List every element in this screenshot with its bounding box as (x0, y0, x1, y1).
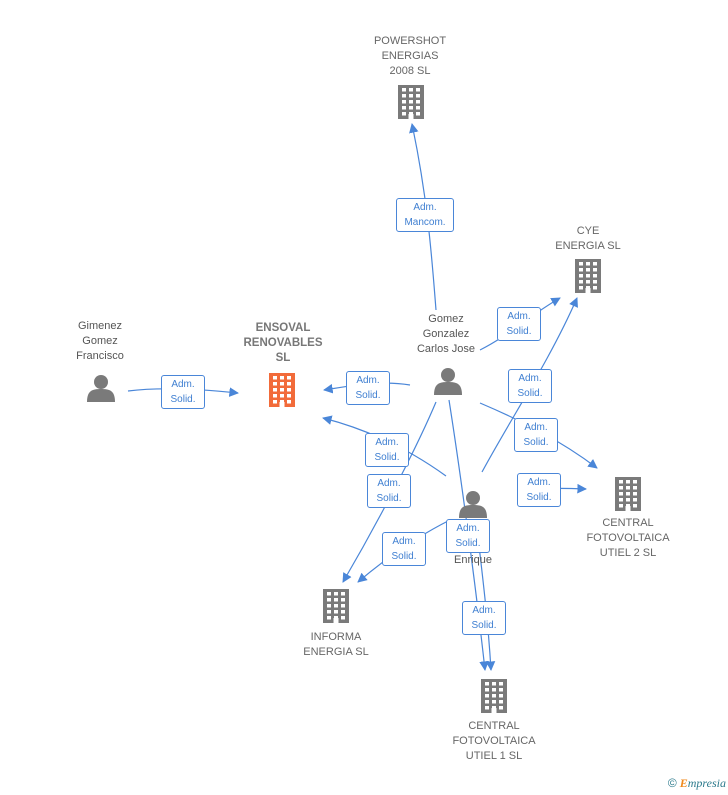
ensoval-building-icon[interactable] (269, 373, 295, 407)
enrique-person-icon[interactable] (459, 491, 487, 518)
edge-label-enrique-to-utiel2[interactable]: Adm. Solid. (517, 473, 561, 507)
empresia-watermark: ©Empresia (668, 776, 726, 791)
gomez-person-icon[interactable] (434, 368, 462, 395)
informa-building-icon[interactable] (323, 589, 349, 623)
edge-label-gomez-to-ensoval[interactable]: Adm. Solid. (346, 371, 390, 405)
edge-label-gomez-to-utiel1[interactable]: Adm. Solid. (446, 519, 490, 553)
edge-label-gomez-to-informa[interactable]: Adm. Solid. (367, 474, 411, 508)
utiel2-building-icon[interactable] (615, 477, 641, 511)
edge-label-enrique-to-ensoval[interactable]: Adm. Solid. (365, 433, 409, 467)
edge-label-gomez-to-powershot[interactable]: Adm. Mancom. (396, 198, 454, 232)
gomez-label[interactable]: Gomez Gonzalez Carlos Jose (416, 313, 476, 355)
icons-layer (87, 85, 641, 713)
utiel1-label[interactable]: CENTRAL FOTOVOLTAICA UTIEL 1 SL (452, 720, 536, 762)
utiel2-label[interactable]: CENTRAL FOTOVOLTAICA UTIEL 2 SL (586, 517, 670, 559)
informa-label[interactable]: INFORMA ENERGIA SL (303, 631, 369, 658)
cye-building-icon[interactable] (575, 259, 601, 293)
copyright-symbol: © (667, 776, 677, 790)
cye-label[interactable]: CYE ENERGIA SL (555, 225, 621, 252)
gimenez-person-icon[interactable] (87, 375, 115, 402)
gimenez-label[interactable]: Gimenez Gomez Francisco (76, 320, 124, 362)
enrique-label[interactable]: Enrique (454, 554, 492, 566)
edge-label-enrique-to-informa[interactable]: Adm. Solid. (382, 532, 426, 566)
brand-name: mpresia (687, 776, 726, 790)
edge-label-enrique-to-cye[interactable]: Adm. Solid. (508, 369, 552, 403)
utiel1-building-icon[interactable] (481, 679, 507, 713)
edge-label-enrique-to-utiel1[interactable]: Adm. Solid. (462, 601, 506, 635)
edge-label-gomez-to-cye[interactable]: Adm. Solid. (497, 307, 541, 341)
powershot-label[interactable]: POWERSHOT ENERGIAS 2008 SL (373, 35, 447, 77)
edge-label-gomez-to-utiel2[interactable]: Adm. Solid. (514, 418, 558, 452)
edge-label-gimenez-to-ensoval[interactable]: Adm. Solid. (161, 375, 205, 409)
ensoval-label[interactable]: ENSOVAL RENOVABLES SL (243, 322, 323, 364)
brand-initial: E (679, 776, 688, 790)
powershot-building-icon[interactable] (398, 85, 424, 119)
